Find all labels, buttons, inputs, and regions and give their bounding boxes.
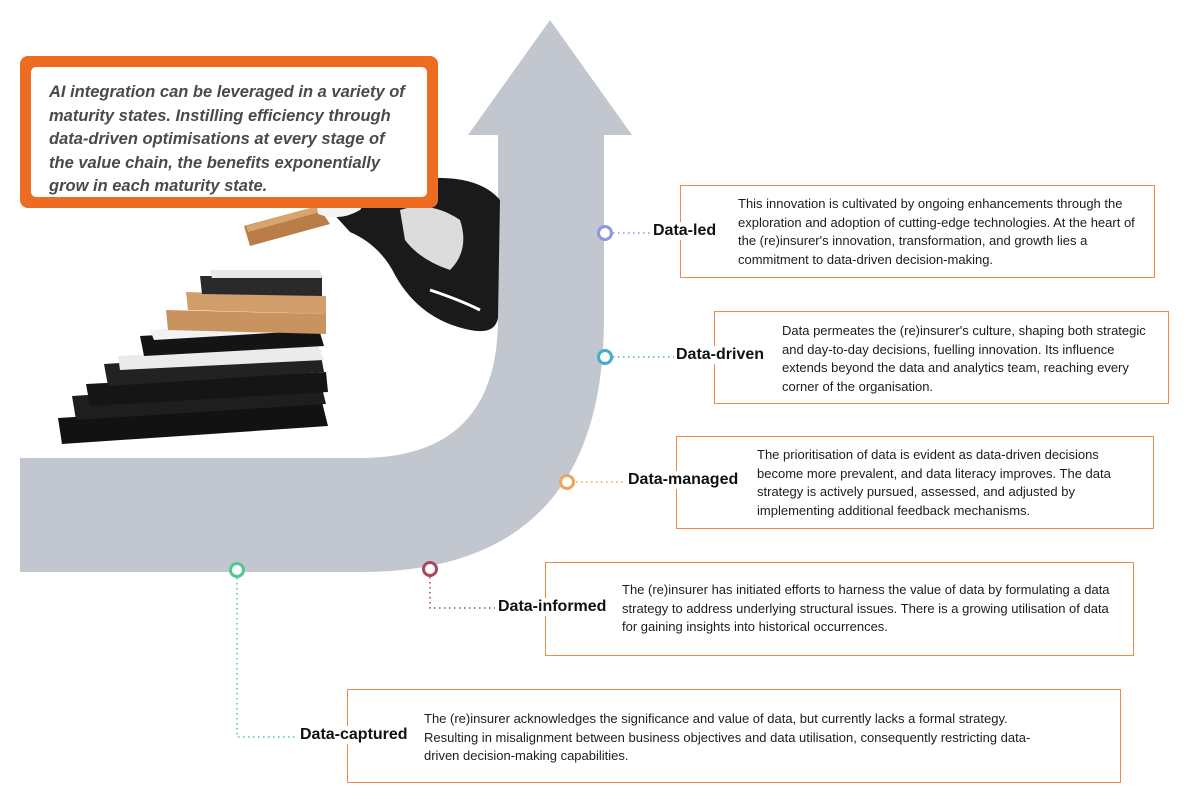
stage-label-data-driven: Data-driven: [674, 346, 767, 364]
marker-data-informed: [422, 561, 438, 577]
description-data-managed: The prioritisation of data is evident as…: [757, 447, 1111, 518]
marker-data-driven: [597, 349, 613, 365]
description-box-data-informed: The (re)insurer has initiated efforts to…: [545, 562, 1134, 656]
marker-data-led: [597, 225, 613, 241]
description-box-data-driven: Data permeates the (re)insurer's culture…: [714, 311, 1169, 404]
stage-label-data-managed: Data-managed: [626, 471, 741, 489]
description-data-driven: Data permeates the (re)insurer's culture…: [782, 323, 1146, 394]
intro-callout: AI integration can be leveraged in a var…: [20, 56, 438, 208]
description-box-data-led: This innovation is cultivated by ongoing…: [680, 185, 1155, 278]
connector-data-captured: [236, 578, 298, 738]
description-data-led: This innovation is cultivated by ongoing…: [738, 196, 1135, 267]
marker-data-managed: [559, 474, 575, 490]
intro-callout-inner: AI integration can be leveraged in a var…: [31, 67, 427, 197]
description-box-data-managed: The prioritisation of data is evident as…: [676, 436, 1154, 529]
wooden-blocks-illustration: [58, 206, 330, 444]
stage-label-data-led: Data-led: [651, 222, 719, 240]
stage-label-data-captured: Data-captured: [298, 726, 410, 744]
description-data-captured: The (re)insurer acknowledges the signifi…: [424, 711, 1031, 763]
description-data-informed: The (re)insurer has initiated efforts to…: [622, 582, 1110, 634]
connector-data-informed: [429, 577, 495, 609]
growth-arrow: [20, 20, 632, 572]
intro-text: AI integration can be leveraged in a var…: [49, 83, 405, 195]
stage-label-data-informed: Data-informed: [496, 598, 609, 616]
marker-data-captured: [229, 562, 245, 578]
description-box-data-captured: The (re)insurer acknowledges the signifi…: [347, 689, 1121, 783]
